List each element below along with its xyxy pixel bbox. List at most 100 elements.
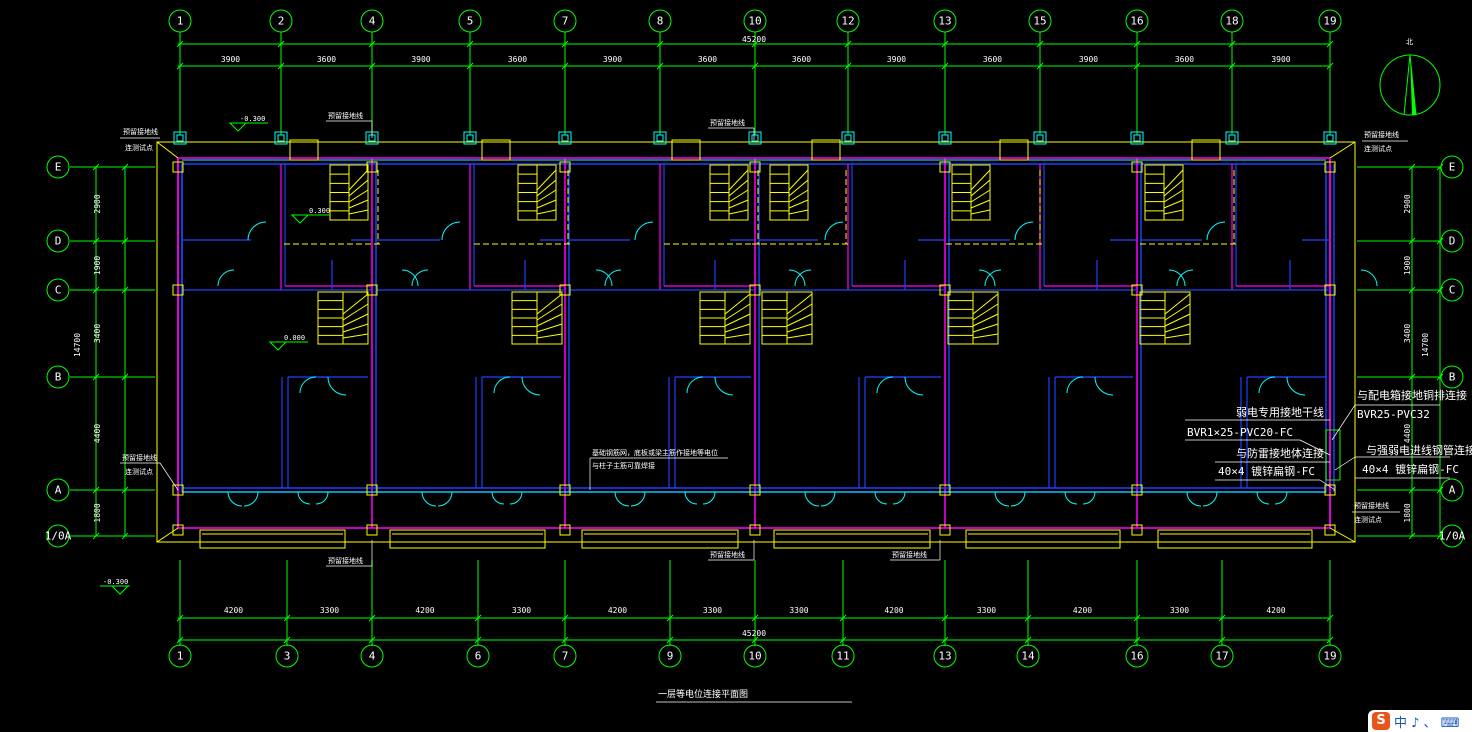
top-dim-1: 3600: [317, 55, 336, 64]
annot-top-mid-ground-wire: 预留接地线: [710, 118, 745, 127]
drawing-title: 一层等电位连接平面图: [658, 688, 748, 700]
north-arrow-icon: 北: [1379, 38, 1441, 116]
left-segment-dimensions: 2900 1900 3400 4400 1800: [92, 163, 1444, 540]
axis-bubble-top-12: 12: [841, 15, 854, 28]
top-dim-6: 3600: [792, 55, 811, 64]
annot-right-bottom-test-point: 连测试点: [1354, 515, 1382, 524]
bottom-dim-2: 4200: [415, 606, 434, 615]
axis-bubble-left-A: A: [55, 484, 62, 497]
left-dim-0: 2900: [93, 194, 102, 213]
bottom-dim-3: 3300: [512, 606, 531, 615]
right-dim-2: 3400: [1403, 324, 1412, 343]
axis-bubble-right-D: D: [1449, 235, 1456, 248]
axis-bubble-top-19: 19: [1323, 15, 1336, 28]
axis-bubble-top-2: 2: [278, 15, 285, 28]
axis-bubble-bottom-6: 6: [475, 650, 482, 663]
axis-bubble-top-4: 4: [369, 15, 376, 28]
axis-bubble-top-16: 16: [1130, 15, 1143, 28]
bottom-dim-11: 4200: [1266, 606, 1285, 615]
axis-bubble-left-C: C: [55, 284, 62, 297]
axis-bubble-right-A: A: [1449, 484, 1456, 497]
top-dim-3: 3600: [508, 55, 527, 64]
axis-bubble-left-B: B: [55, 371, 62, 384]
annot-top-left-ground-wire-2: 预留接地线: [123, 127, 158, 136]
axis-bubble-left-D: D: [55, 235, 62, 248]
right-dim-3: 4400: [1403, 424, 1412, 443]
axis-bubble-top-10: 10: [748, 15, 761, 28]
callout-lightning-ground: 与防雷接地体连接: [1236, 446, 1324, 460]
right-segment-dimensions: 2900 1900 3400 4400 1800: [1403, 194, 1412, 522]
callout-bvr1x25: BVR1×25-PVC20-FC: [1187, 426, 1293, 439]
axis-bubble-top-7: 7: [562, 15, 569, 28]
ime-status-text: 中 ♪ 、 ⌨: [1394, 715, 1460, 731]
callout-weak-current-trunk: 弱电专用接地干线: [1236, 405, 1324, 419]
left-dim-2: 3400: [93, 324, 102, 343]
axis-bubble-bottom-13: 13: [938, 650, 951, 663]
level-marks: [100, 122, 330, 595]
axis-bubble-left-E: E: [55, 161, 62, 174]
top-dim-4: 3900: [603, 55, 622, 64]
ime-toolbar[interactable]: S 中 ♪ 、 ⌨: [1368, 710, 1472, 732]
annot-right-bottom-ground-wire: 预留接地线: [1354, 501, 1389, 510]
left-dim-1: 1900: [93, 256, 102, 275]
annot-top-left-ground-wire: 预留接地线: [328, 111, 363, 120]
bottom-dim-10: 3300: [1170, 606, 1189, 615]
top-dim-9: 3900: [1079, 55, 1098, 64]
axis-bubble-left-1/0A: 1/0A: [45, 530, 72, 543]
columns: [172, 131, 1341, 536]
left-dim-3: 4400: [93, 424, 102, 443]
top-total-dimension: 45200: [742, 35, 766, 44]
callout-flat-steel-left: 40×4 镀锌扁钢-FC: [1218, 464, 1315, 478]
interior-walls: [177, 158, 1335, 528]
annot-bottom-ground-wire-3: 预留接地线: [892, 550, 927, 559]
axis-lines: [70, 32, 1440, 646]
top-dim-0: 3900: [221, 55, 240, 64]
annot-top-right-ground-wire: 预留接地线: [1364, 130, 1399, 139]
top-dim-10: 3600: [1175, 55, 1194, 64]
stairs: [284, 139, 1236, 345]
axis-bubble-top-15: 15: [1033, 15, 1046, 28]
axis-bubble-bottom-17: 17: [1215, 650, 1228, 663]
bottom-dim-8: 3300: [977, 606, 996, 615]
callout-flat-steel-right: 40×4 镀锌扁钢-FC: [1362, 462, 1459, 476]
top-dim-2: 3900: [411, 55, 430, 64]
right-total-dimension: 14700: [1421, 333, 1430, 357]
bottom-dim-5: 3300: [703, 606, 722, 615]
doors: [217, 221, 1378, 507]
annot-foundation-rebar: 基础钢筋网，底板或梁主筋作接地等电位: [592, 448, 718, 457]
bottom-dim-1: 3300: [320, 606, 339, 615]
right-dim-1: 1900: [1403, 256, 1412, 275]
axis-bubble-top-5: 5: [467, 15, 474, 28]
axis-bubble-top-8: 8: [657, 15, 664, 28]
axis-bubble-bottom-16: 16: [1130, 650, 1143, 663]
bottom-total-dimension: 45200: [742, 629, 766, 638]
level-bottom-left: -0.300: [103, 578, 128, 586]
callout-bvr25-pvc32: BVR25-PVC32: [1357, 408, 1430, 421]
left-row-axis-bubbles: E D C B A 1/0A: [45, 155, 72, 548]
bottom-dim-9: 4200: [1073, 606, 1092, 615]
annot-bottom-ground-wire-2: 预留接地线: [710, 550, 745, 559]
bottom-dim-0: 4200: [224, 606, 243, 615]
annot-top-left-test-point: 连测试点: [125, 143, 153, 152]
level-ground: 0.000: [284, 334, 305, 342]
axis-bubble-bottom-1: 1: [177, 650, 184, 663]
dimension-lines: [95, 43, 1441, 641]
callout-distribution-box: 与配电箱接地铜排连接: [1357, 388, 1467, 402]
left-total-dimension: 14700: [73, 333, 82, 357]
annot-bottom-ground-wire-1: 预留接地线: [328, 556, 363, 565]
right-dim-4: 1800: [1403, 503, 1412, 522]
annot-top-right-test-point: 连测试点: [1364, 144, 1392, 153]
axis-bubble-bottom-10: 10: [748, 650, 761, 663]
axis-bubble-top-18: 18: [1225, 15, 1238, 28]
axis-bubble-bottom-14: 14: [1021, 650, 1035, 663]
right-dim-0: 2900: [1403, 194, 1412, 213]
annot-column-weld: 与柱子主筋可靠焊接: [592, 461, 655, 470]
left-dim-4: 1800: [93, 503, 102, 522]
sogou-logo-icon: S: [1372, 712, 1390, 730]
top-dim-8: 3600: [983, 55, 1002, 64]
